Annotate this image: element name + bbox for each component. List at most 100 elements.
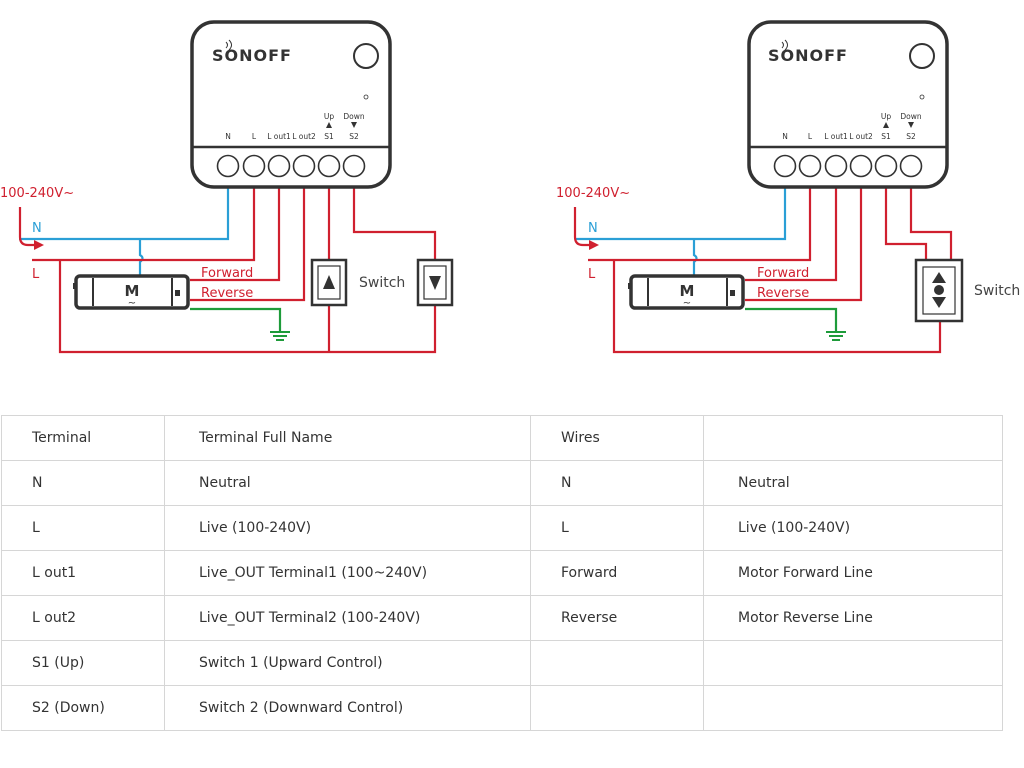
terminal-label-s1: S1	[324, 132, 334, 141]
s2-wire	[352, 180, 437, 260]
reverse-label: Reverse	[757, 286, 809, 301]
motor-ac-symbol: ~	[128, 298, 136, 309]
wire-cell: L	[530, 505, 704, 551]
live-wire	[32, 180, 437, 354]
wire-description-cell: Motor Reverse Line	[703, 595, 1003, 641]
wire-cell	[530, 640, 704, 686]
ground-wire	[745, 307, 838, 332]
terminal-cell: L out1	[1, 550, 165, 596]
terminal-label-s2: S2	[349, 132, 359, 141]
terminal-cell: N	[1, 460, 165, 506]
wire-cell	[530, 685, 704, 731]
sonoff-device: SONOFF Up Down N L L out1 L out2 S1 S2	[747, 20, 949, 189]
forward-label: Forward	[201, 266, 253, 281]
terminal-cell: Terminal	[1, 415, 165, 461]
terminal-full-name-cell: Switch 2 (Downward Control)	[164, 685, 531, 731]
down-label: Down	[900, 112, 921, 121]
ground-icon	[826, 331, 846, 341]
diagram-right: SONOFF Up Down N L L out1 L out2 S1 S2	[556, 20, 1020, 354]
up-label: Up	[324, 112, 334, 121]
wire-cell: Wires	[530, 415, 704, 461]
wire-description-cell	[703, 415, 1003, 461]
down-triangle-icon	[429, 276, 441, 290]
terminal-cell: L out2	[1, 595, 165, 641]
ground-wire	[190, 307, 282, 332]
terminal-cell: S1 (Up)	[1, 640, 165, 686]
terminal-label-n: N	[782, 132, 788, 141]
wire-description-cell: Motor Forward Line	[703, 550, 1003, 596]
terminal-full-name-cell: Neutral	[164, 460, 531, 506]
neutral-wire	[19, 180, 230, 276]
supply-arrow-icon	[18, 207, 44, 250]
sonoff-device: SONOFF Up Down N L L out1 L out2 S1 S2	[190, 20, 392, 189]
reverse-wire	[190, 180, 306, 302]
terminal-full-name-cell: Live_OUT Terminal2 (100-240V)	[164, 595, 531, 641]
wire-description-cell: Neutral	[703, 460, 1003, 506]
supply-label: 100-240V~	[0, 186, 74, 201]
down-label: Down	[343, 112, 364, 121]
terminal-full-name-cell: Live (100-240V)	[164, 505, 531, 551]
led-indicator	[919, 94, 925, 100]
live-label: L	[32, 267, 40, 282]
terminal-full-name-cell: Terminal Full Name	[164, 415, 531, 461]
ground-icon	[270, 331, 290, 341]
up-label: Up	[881, 112, 891, 121]
forward-label: Forward	[757, 266, 809, 281]
pairing-button	[909, 43, 935, 69]
wire-description-cell	[703, 685, 1003, 731]
reverse-label: Reverse	[201, 286, 253, 301]
down-triangle-icon	[932, 297, 946, 308]
neutral-wire	[576, 180, 787, 276]
wifi-icon	[225, 39, 232, 51]
terminal-label-s2: S2	[906, 132, 916, 141]
terminal-full-name-cell: Switch 1 (Upward Control)	[164, 640, 531, 686]
terminal-block	[773, 154, 923, 178]
motor-label: M	[125, 282, 140, 300]
terminal-label-l: L	[808, 132, 813, 141]
led-indicator	[363, 94, 369, 100]
supply-label: 100-240V~	[556, 186, 630, 201]
table-row: S1 (Up)Switch 1 (Upward Control)	[1, 640, 1003, 686]
reverse-wire	[745, 180, 863, 302]
wire-cell: N	[530, 460, 704, 506]
terminal-full-name-cell: Live_OUT Terminal1 (100~240V)	[164, 550, 531, 596]
wifi-icon	[781, 39, 788, 51]
up-switch	[310, 258, 348, 307]
supply-arrow-icon	[573, 207, 599, 250]
forward-wire	[745, 180, 838, 282]
neutral-label: N	[588, 221, 598, 236]
wire-description-cell	[703, 640, 1003, 686]
pairing-button	[353, 43, 379, 69]
up-arrow-icon	[326, 122, 332, 128]
terminal-label-lout2: L out2	[849, 132, 873, 141]
motor: M ~	[628, 274, 745, 310]
s2-wire	[909, 180, 953, 260]
up-arrow-icon	[883, 122, 889, 128]
diagram-left: SONOFF Up Down N L L out1 L out2 S1 S2	[0, 20, 454, 354]
terminal-block	[216, 154, 366, 178]
terminal-cell: L	[1, 505, 165, 551]
terminal-label-lout1: L out1	[267, 132, 291, 141]
stop-dot-icon	[934, 285, 944, 295]
up-triangle-icon	[932, 272, 946, 283]
forward-wire	[190, 180, 281, 282]
table-row: S2 (Down)Switch 2 (Downward Control)	[1, 685, 1003, 731]
motor-ac-symbol: ~	[683, 298, 691, 309]
down-arrow-icon	[908, 122, 914, 128]
switch-label: Switch	[359, 275, 405, 291]
neutral-label: N	[32, 221, 42, 236]
live-label: L	[588, 267, 596, 282]
terminal-cell: S2 (Down)	[1, 685, 165, 731]
terminal-label-lout1: L out1	[824, 132, 848, 141]
up-stop-down-switch	[914, 258, 964, 323]
motor-label: M	[680, 282, 695, 300]
wiring-diagrams: SONOFF Up Down N L L out1 L out2 S1 S2	[0, 20, 1020, 354]
live-wire	[588, 180, 942, 354]
terminal-label-l: L	[252, 132, 257, 141]
